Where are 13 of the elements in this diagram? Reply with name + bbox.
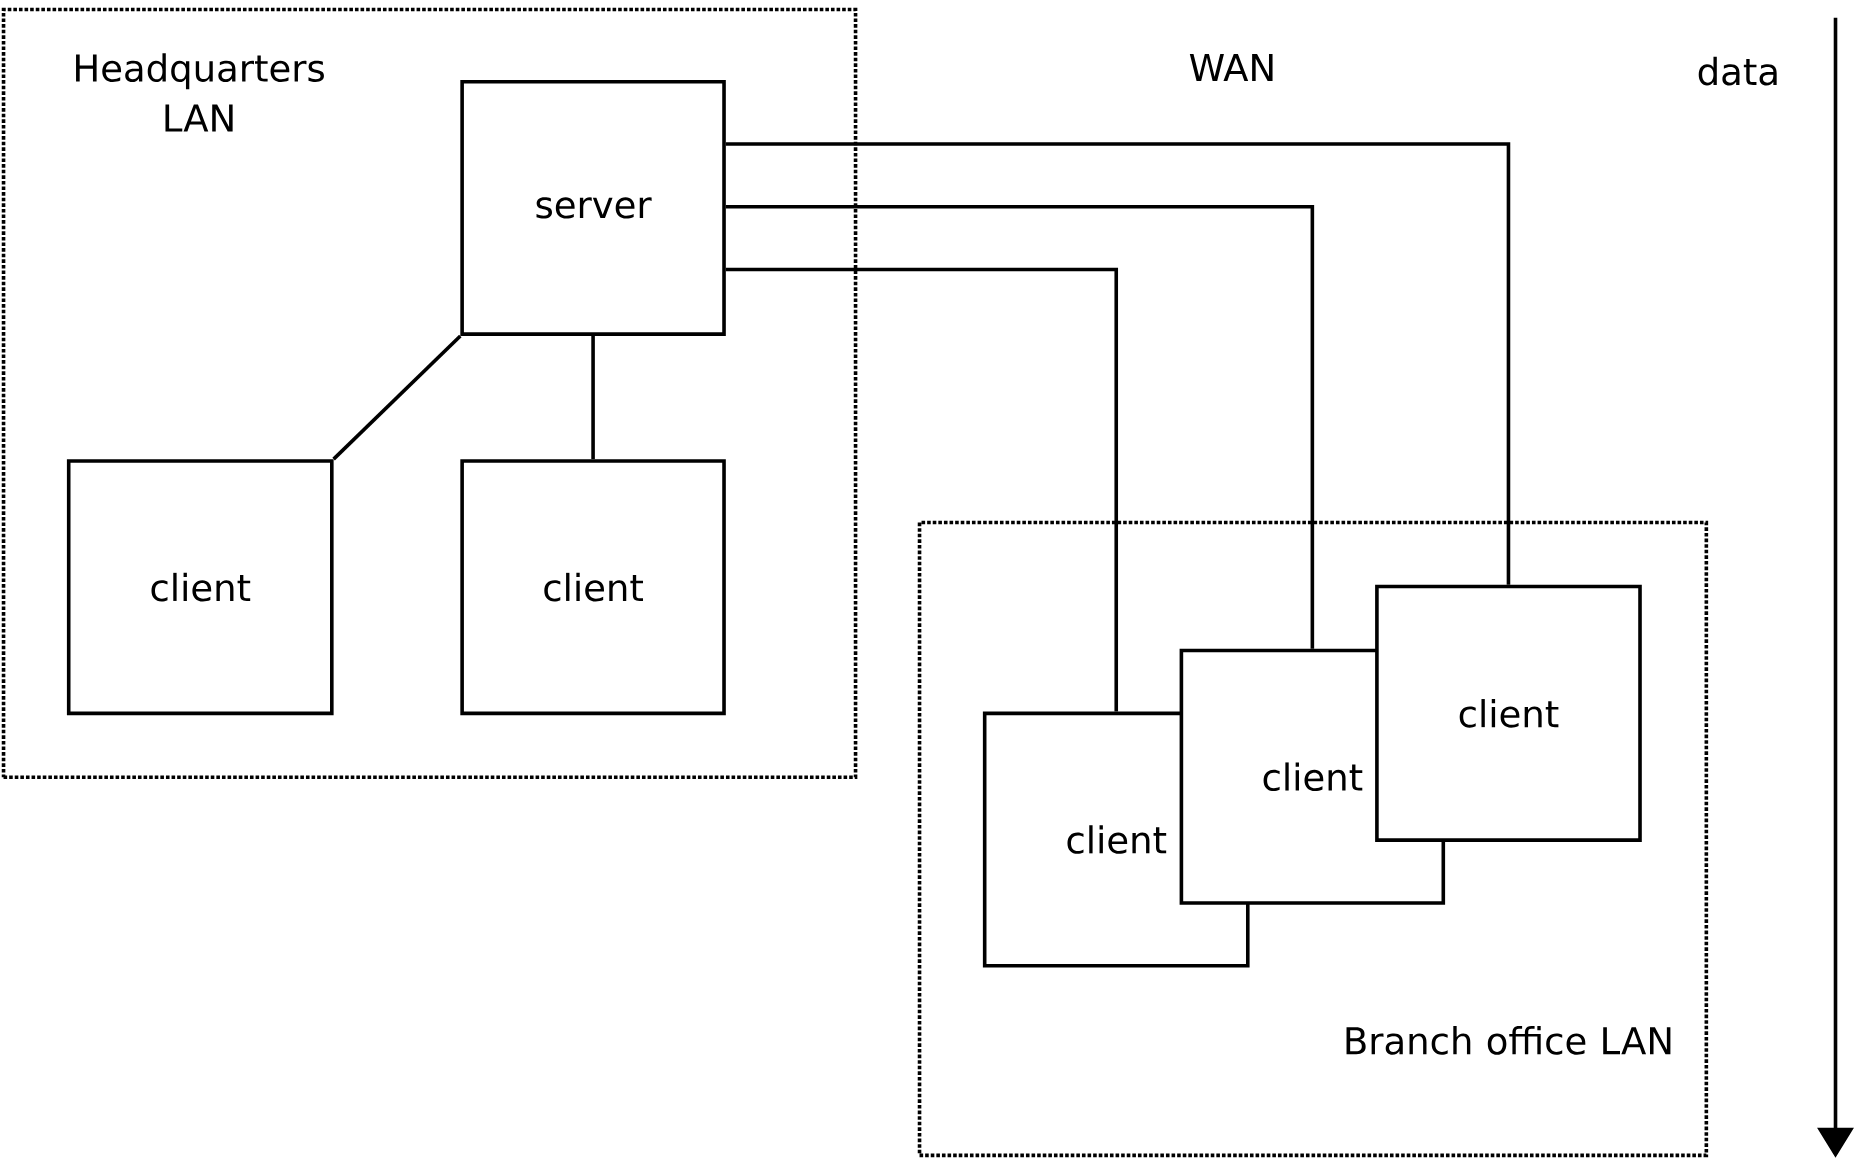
network-link [725,204,1315,649]
area-label: data [1698,56,1777,86]
lan-title: Branch office LAN [1346,1026,1671,1055]
area-label: WAN [1189,54,1273,81]
server-box: server [460,79,726,336]
lan-title: Headquarters LAN [76,53,324,132]
client-box: client [460,459,726,716]
network-link [725,142,1511,585]
network-link [725,267,1119,712]
network-link [332,334,462,461]
client-box: client [66,459,334,716]
network-link [591,335,595,460]
client-box: client [1375,584,1642,842]
